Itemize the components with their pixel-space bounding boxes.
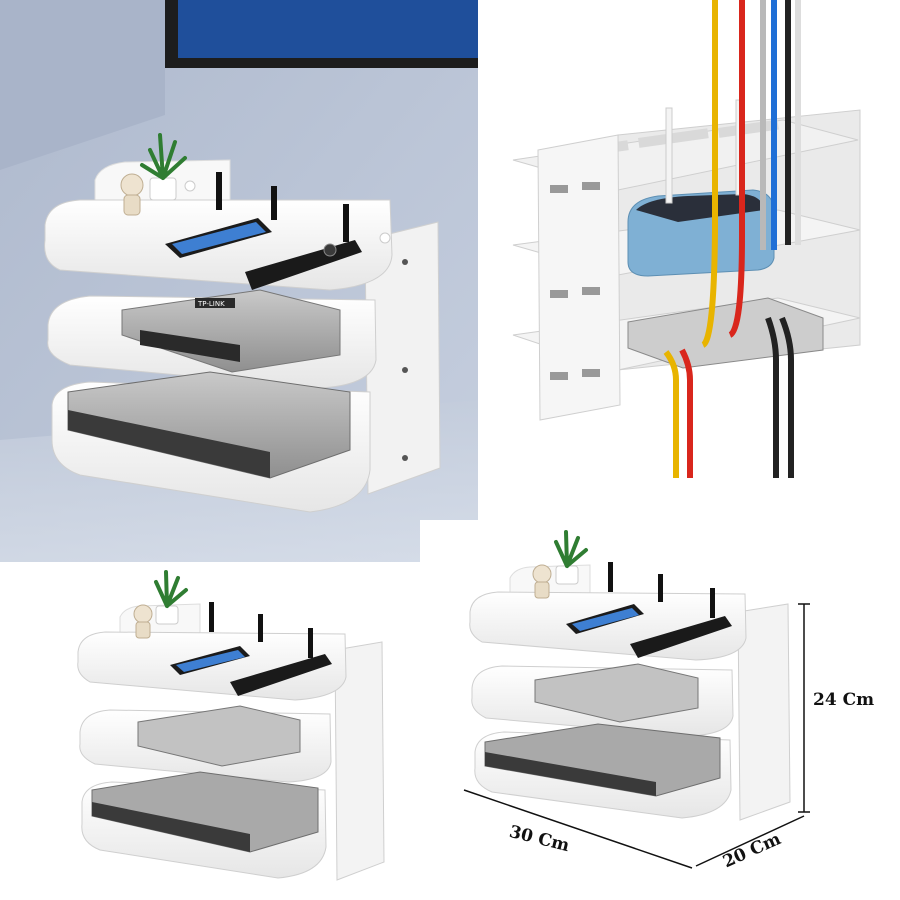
cable-red-down bbox=[679, 348, 693, 478]
plant bbox=[154, 570, 188, 608]
antenna bbox=[665, 107, 673, 204]
plant bbox=[140, 133, 187, 180]
brand-plate bbox=[195, 298, 235, 308]
figurine-head bbox=[120, 173, 144, 197]
vent bbox=[582, 182, 600, 190]
remote-dial bbox=[323, 243, 337, 257]
phone-screen bbox=[172, 222, 266, 254]
vent bbox=[582, 369, 600, 377]
plant-pot bbox=[149, 177, 177, 201]
vent bbox=[582, 287, 600, 295]
cable-red bbox=[728, 0, 745, 338]
dimensions-diagram: 24 Cm 30 Cm 20 Cm bbox=[420, 520, 900, 900]
network-switch bbox=[534, 663, 699, 723]
screw bbox=[402, 455, 408, 461]
plant bbox=[554, 530, 588, 568]
tv-screen bbox=[178, 0, 478, 58]
figurine-head bbox=[532, 564, 552, 584]
screw bbox=[402, 367, 408, 373]
antenna bbox=[216, 172, 222, 210]
depth-dimension-line bbox=[695, 815, 805, 867]
wall-corner bbox=[0, 0, 165, 170]
antenna bbox=[258, 614, 263, 642]
vent bbox=[550, 372, 568, 380]
brand-label: TP-LINK bbox=[197, 300, 225, 308]
vent bbox=[550, 185, 568, 193]
antenna bbox=[710, 588, 715, 618]
remote-control bbox=[230, 654, 332, 696]
dvd-front bbox=[485, 752, 656, 796]
antenna bbox=[608, 562, 613, 592]
antenna bbox=[271, 186, 277, 220]
plant-pot bbox=[555, 565, 579, 585]
wall-hook bbox=[379, 232, 391, 244]
cable-scene bbox=[478, 0, 900, 520]
antenna bbox=[308, 628, 313, 658]
shelf-scene: TP-LINK bbox=[0, 0, 478, 562]
dvd-front bbox=[68, 410, 270, 478]
figurine-body bbox=[534, 581, 550, 599]
cable-yellow bbox=[700, 0, 718, 348]
side-panel bbox=[334, 641, 385, 881]
slot bbox=[638, 128, 709, 148]
width-dimension-line bbox=[463, 789, 693, 869]
phone-screen bbox=[572, 608, 639, 631]
cable-management-illustration bbox=[478, 0, 900, 520]
left-side-panel bbox=[537, 134, 621, 421]
product-shot bbox=[0, 562, 420, 900]
cable-black-down bbox=[765, 316, 779, 478]
dimension-scene bbox=[420, 520, 900, 900]
remote-control bbox=[630, 616, 732, 658]
figurine-body bbox=[135, 621, 151, 639]
side-panel bbox=[737, 603, 791, 821]
plant-pot bbox=[155, 605, 179, 625]
product-scene bbox=[0, 562, 420, 900]
dvd-front bbox=[92, 802, 250, 852]
antenna bbox=[209, 602, 214, 632]
figurine-body bbox=[123, 194, 141, 216]
switch-front bbox=[140, 330, 240, 362]
vent bbox=[550, 290, 568, 298]
cable-yellow-down bbox=[663, 350, 679, 478]
screw bbox=[402, 259, 408, 265]
network-switch bbox=[137, 705, 301, 767]
antenna bbox=[658, 574, 663, 602]
height-label: 24 Cm bbox=[813, 690, 875, 710]
cable-black-down bbox=[779, 316, 794, 478]
figurine-head bbox=[133, 604, 153, 624]
wall-mounted-shelf-photo: TP-LINK bbox=[0, 0, 478, 562]
phone-screen bbox=[176, 650, 245, 672]
wall-hook bbox=[184, 180, 196, 192]
network-switch bbox=[121, 289, 341, 373]
antenna bbox=[343, 204, 349, 242]
